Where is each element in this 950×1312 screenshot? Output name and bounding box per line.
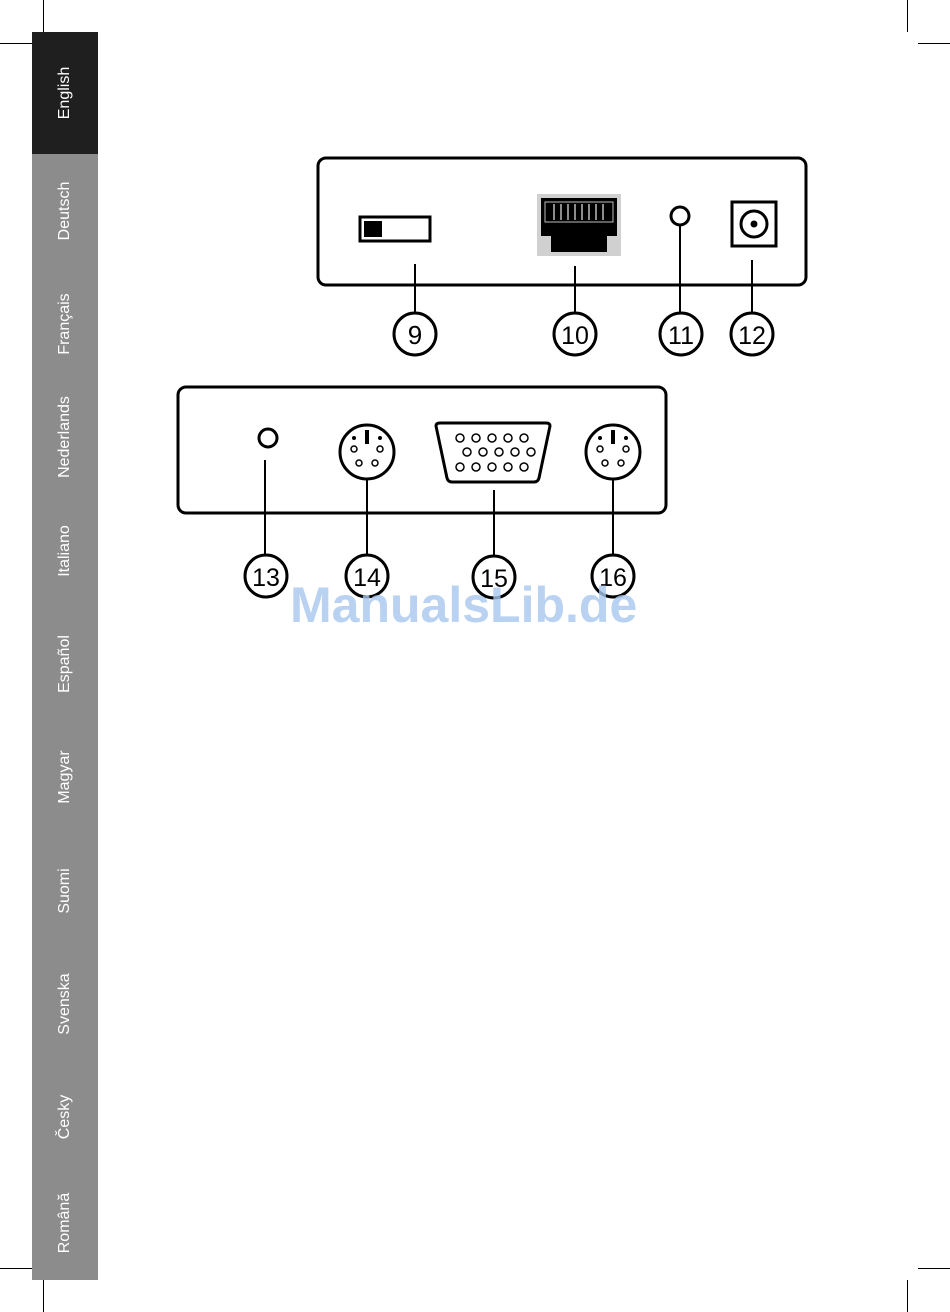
lang-tab-label: Magyar [56,750,74,803]
slide-switch-icon [360,217,430,241]
callout-9: 9 [394,313,436,355]
callout-number: 9 [408,320,422,350]
vga-port-icon [436,423,550,482]
crop-mark [918,1268,950,1269]
callout-number: 12 [738,322,766,350]
lang-tab-romana[interactable]: Română [32,1166,98,1279]
callout-13: 13 [245,555,287,597]
rj45-port-icon [537,194,621,256]
lang-tab-magyar[interactable]: Magyar [32,720,98,833]
dc-power-jack-icon [732,202,776,246]
ps2-port-icon [586,425,640,479]
callout-10: 10 [554,313,596,355]
lang-tab-label: Česky [56,1094,74,1138]
watermark: ManualsLib.de [290,576,670,634]
callout-number: 10 [561,322,589,350]
lang-tab-suomi[interactable]: Suomi [32,834,98,947]
lang-tab-svenska[interactable]: Svenska [32,947,98,1060]
callout-number: 13 [252,564,280,592]
ps2-port-icon [340,425,394,479]
callout-number: 11 [668,322,694,350]
callout-12: 12 [731,313,773,355]
led-indicator-icon [671,207,689,225]
led-indicator-icon [259,429,277,447]
callout-11: 11 [660,313,702,355]
crop-mark [43,1280,44,1312]
lang-tab-cesky[interactable]: Česky [32,1060,98,1173]
crop-mark [0,1268,32,1269]
lang-tab-label: Svenska [56,973,74,1034]
crop-mark [907,1280,908,1312]
lang-tab-label: Suomi [56,868,74,913]
lang-tab-label: Română [56,1192,74,1252]
